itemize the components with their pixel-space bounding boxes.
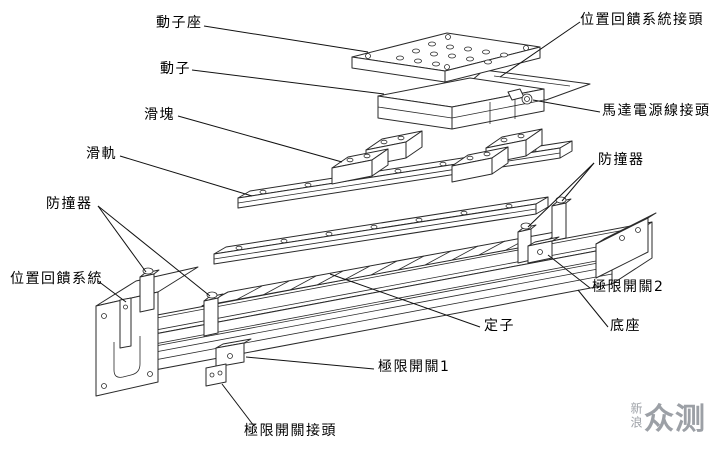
limit-switch-connector-drawing: [205, 363, 227, 387]
watermark-vertical-text: 新浪: [629, 402, 643, 430]
right-end-plate-drawing: [595, 212, 657, 279]
label-limit-switch-1: 極限開關1: [378, 359, 451, 375]
watermark: 新浪 众测: [629, 392, 716, 440]
watermark-main-text: 众测: [644, 402, 706, 437]
slider-blocks-drawing: [331, 128, 543, 185]
label-stator: 定子: [484, 318, 515, 334]
feedback-system-drawing: [119, 297, 132, 349]
base-drawing: [111, 221, 653, 379]
bumper-right-back-drawing: [551, 196, 572, 242]
mover-seat-drawing: [351, 32, 541, 83]
leader-lines: [97, 21, 609, 427]
label-feedback-system: 位置回饋系統: [10, 271, 103, 287]
label-motor-power-connector: 馬達電源線接頭: [602, 103, 711, 119]
slide-rail-front-drawing: [213, 196, 549, 265]
label-slide-rail: 滑軌: [86, 146, 117, 162]
label-limit-switch-2: 極限開關2: [592, 279, 665, 295]
label-feedback-connector: 位置回饋系統接頭: [580, 12, 704, 28]
mover-drawing: [377, 69, 591, 130]
label-base: 底座: [610, 318, 641, 334]
bumper-left-back-drawing: [139, 267, 160, 313]
label-mover-seat: 動子座: [156, 15, 203, 31]
bumper-left-front-drawing: [203, 291, 224, 337]
label-mover: 動子: [160, 61, 191, 77]
limit-switch-1-drawing: [215, 338, 252, 368]
label-bumper-right: 防撞器: [598, 152, 645, 168]
label-slider-block: 滑塊: [144, 107, 175, 123]
label-limit-switch-connector: 極限開關接頭: [244, 423, 337, 439]
label-bumper-left: 防撞器: [46, 196, 93, 212]
